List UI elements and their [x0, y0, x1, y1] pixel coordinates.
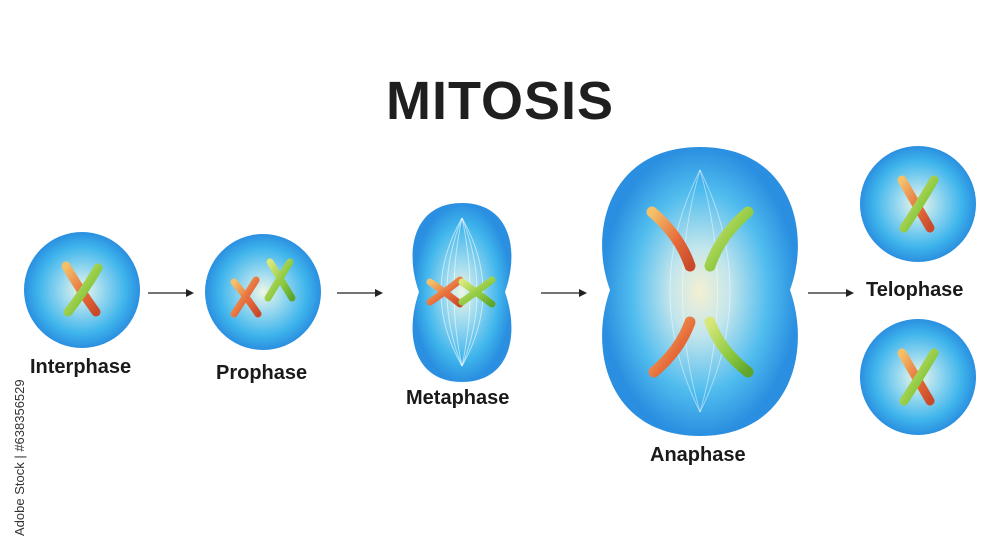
telophase-cell-bottom [860, 319, 976, 435]
label-prophase: Prophase [216, 362, 308, 384]
diagram-title: MITOSIS [385, 71, 615, 131]
anaphase-chromosome-green-bottom [704, 316, 754, 378]
telophase-bottom-chromosome-green [899, 348, 939, 406]
telophase-top-chromosome-green [899, 175, 939, 233]
stock-watermark: Adobe Stock | #638356529 [0, 300, 30, 540]
anaphase-spindle [669, 169, 731, 413]
metaphase-chromosome-green-2 [458, 276, 496, 306]
prophase-chromosome-red-2 [230, 276, 260, 318]
label-metaphase: Metaphase [406, 387, 510, 409]
metaphase-chromosome-red-2 [426, 276, 464, 306]
label-anaphase: Anaphase [650, 444, 746, 466]
label-telophase: Telophase [866, 279, 964, 301]
anaphase-chromosome-red-top [646, 206, 696, 272]
arrow-anaphase-telophase [808, 289, 854, 297]
stock-watermark-text: Adobe Stock | #638356529 [12, 379, 27, 536]
interphase-cell [24, 232, 140, 348]
prophase-cell [205, 234, 321, 350]
arrow-prophase-metaphase [337, 289, 383, 297]
prophase-chromosome-green-2 [264, 258, 294, 302]
anaphase-chromosome-red-bottom [648, 316, 696, 378]
anaphase-chromosome-green-top [704, 206, 754, 272]
telophase-cell-top [860, 146, 976, 262]
arrow-interphase-prophase [148, 289, 194, 297]
metaphase-cell [412, 203, 512, 382]
anaphase-cell [602, 147, 798, 436]
label-interphase: Interphase [30, 356, 132, 378]
interphase-chromosome-green [63, 263, 103, 317]
arrow-metaphase-anaphase [541, 289, 587, 297]
